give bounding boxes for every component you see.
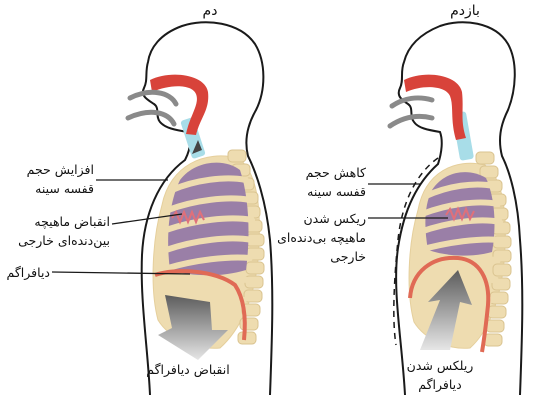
exhale-diaphragm-action-line2: دیافراگم bbox=[418, 377, 462, 392]
exhale-diaphragm bbox=[408, 255, 491, 353]
exhale-body-outline bbox=[395, 21, 524, 396]
inhale-intercostal-line1: انقباض ماهیچه bbox=[34, 214, 110, 229]
exhale-airway bbox=[404, 74, 466, 140]
inhale-air-arrow-lower bbox=[125, 109, 177, 127]
inhale-body-outline bbox=[140, 21, 274, 396]
inhale-airway bbox=[150, 74, 209, 135]
inhale-chest-volume-line1: افزایش حجم bbox=[26, 162, 94, 177]
exhale-air-arrow-lower bbox=[387, 113, 435, 129]
inhale-leader-lines bbox=[51, 179, 191, 275]
inhale-chest-volume-line2: قفسه سینه bbox=[35, 181, 94, 196]
exhale-diaphragm-action-line1: ریلکس شدن bbox=[406, 358, 474, 373]
inhale-diaphragm-arrow bbox=[158, 295, 228, 360]
exhale-intercostal-muscle bbox=[445, 206, 475, 222]
exhale-intercostal-line3: خارجی bbox=[330, 249, 366, 264]
inhale-chest-volume-label: افزایش حجم قفسه سینه bbox=[2, 160, 94, 198]
exhale-intercostal-line2: ماهیچه بی‌دنده‌ای bbox=[277, 230, 366, 245]
exhale-chest-volume-label: کاهش حجم قفسه سینه bbox=[290, 163, 366, 201]
exhale-intercostal-line1: ریکس شدن bbox=[303, 211, 366, 226]
inhale-diaphragm-action-label: انقباض دیافراگم bbox=[146, 362, 230, 377]
exhale-diaphragm-arrow bbox=[420, 270, 472, 350]
exhale-chest-volume-dashed-line bbox=[393, 157, 439, 346]
inhale-title: دم bbox=[202, 3, 218, 19]
exhale-chest-volume-line2: قفسه سینه bbox=[307, 184, 366, 199]
inhale-diaphragm-label: دیافراگم bbox=[6, 265, 50, 280]
inhale-intercostal-line2: بین‌دنده‌ای خارجی bbox=[18, 233, 110, 248]
exhale-leader-lines bbox=[368, 183, 448, 219]
inhale-air-arrow bbox=[127, 89, 179, 107]
inhale-intercostal-muscle bbox=[171, 209, 205, 225]
inhale-figure bbox=[125, 21, 274, 396]
exhale-chest-volume-line1: کاهش حجم bbox=[305, 165, 366, 180]
exhale-figure bbox=[387, 21, 524, 396]
inhale-airflow-down-arrow bbox=[192, 140, 202, 154]
exhale-intercostal-label: ریکس شدن ماهیچه بی‌دنده‌ای خارجی bbox=[274, 209, 366, 266]
inhale-intercostal-label: انقباض ماهیچه بین‌دنده‌ای خارجی bbox=[2, 212, 110, 250]
exhale-title: بازدم bbox=[450, 3, 480, 19]
exhale-air-arrow bbox=[389, 95, 435, 109]
exhale-diaphragm-action-label: ریلکس شدن دیافراگم bbox=[390, 356, 490, 394]
inhale-diaphragm bbox=[154, 269, 247, 341]
